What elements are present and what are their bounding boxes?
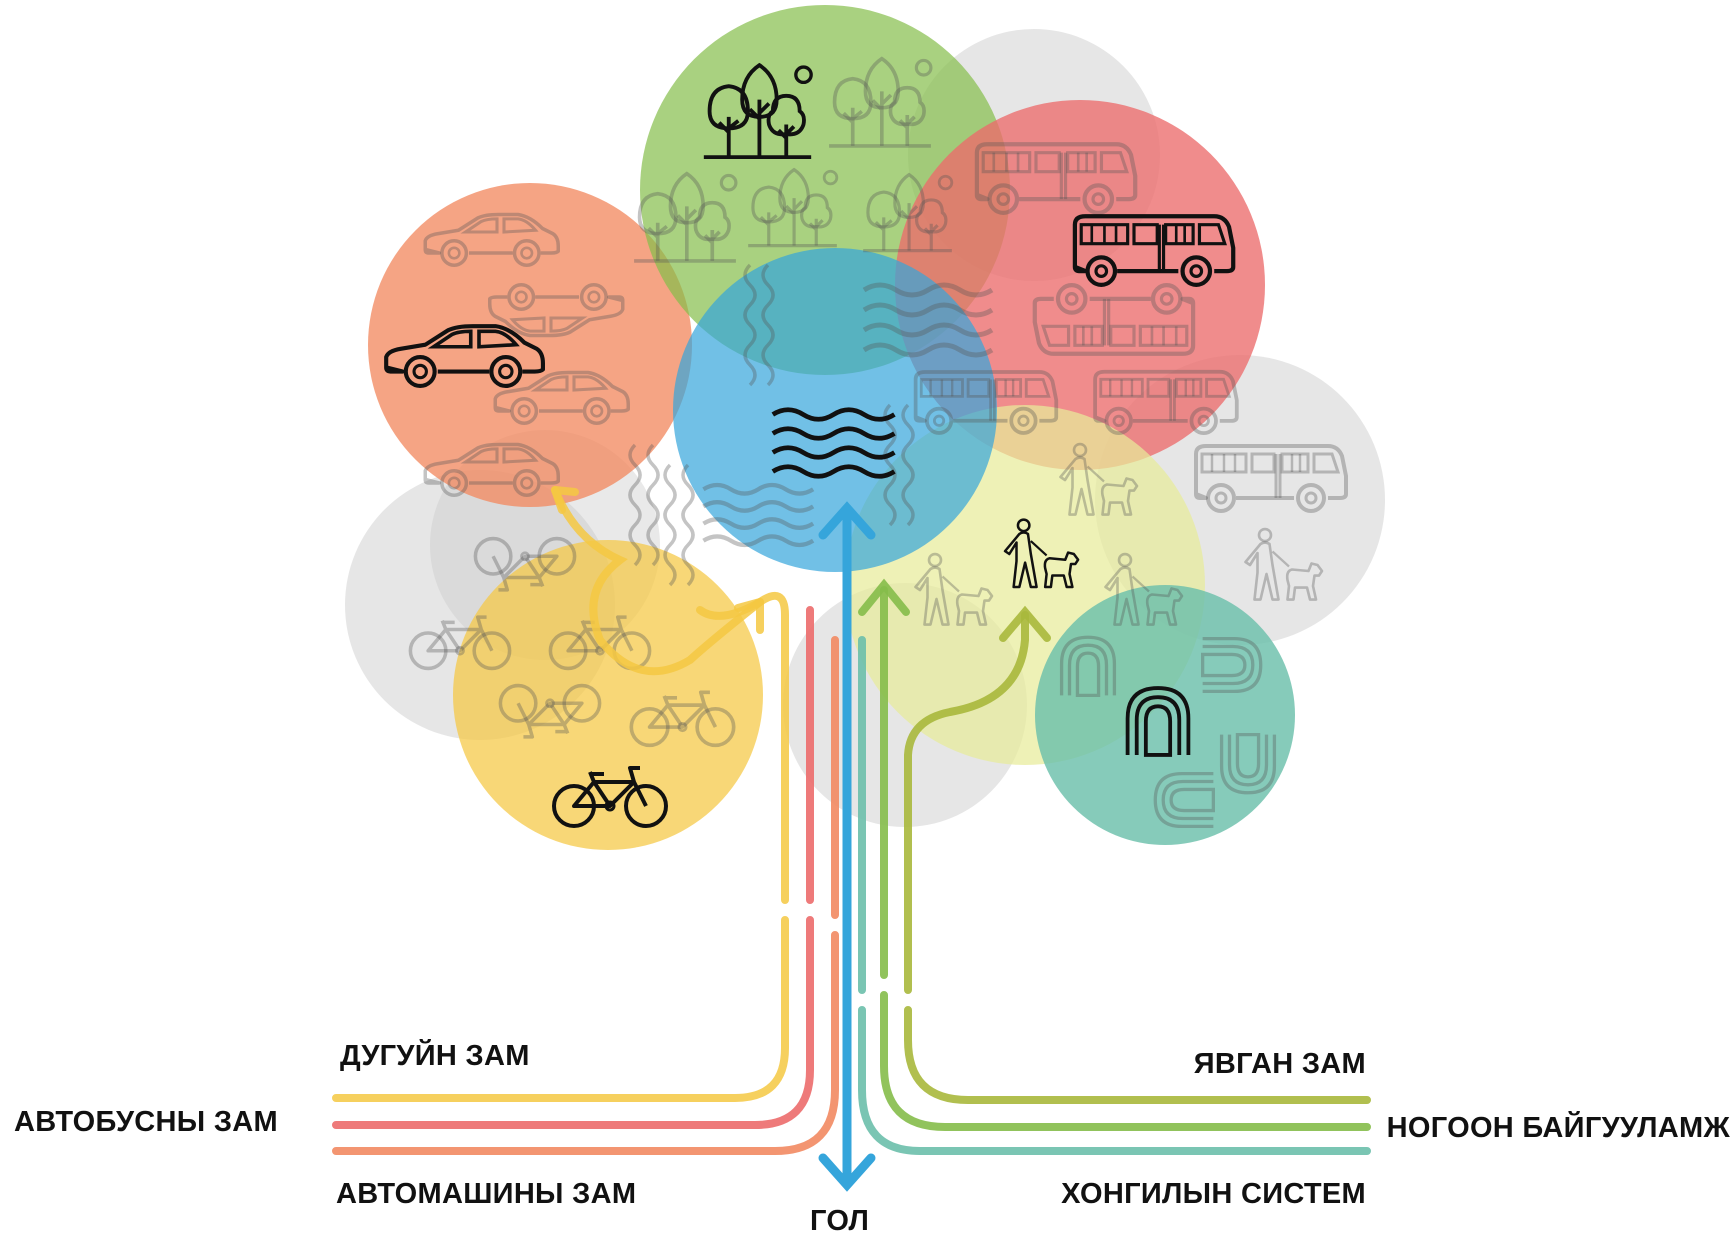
bus-path-label: АВТОБУСНЫ ЗАМ (14, 1106, 278, 1138)
car-path-label: АВТОМАШИНЫ ЗАМ (336, 1178, 637, 1210)
walk-path-label: ЯВГАН ЗАМ (1193, 1048, 1366, 1080)
tunnel-path-line (858, 636, 1371, 1155)
green-space-label: НОГООН БАЙГУУЛАМЖ (1386, 1112, 1730, 1144)
green-arrowhead (858, 578, 910, 616)
trunk-lines (332, 486, 1371, 1192)
walk-arrowhead (999, 605, 1051, 642)
green-path-line (880, 586, 1371, 1131)
bike-branch-arrowhead (734, 598, 764, 634)
car-path-line (332, 636, 839, 1155)
river-arrow-up (818, 501, 876, 540)
bike-path-label: ДУГУЙН ЗАМ (340, 1040, 530, 1072)
walk-path-line (904, 611, 1371, 1104)
bike-arrowhead (551, 486, 579, 514)
river-arrow-down (818, 1153, 876, 1192)
bus-path-line (332, 606, 814, 1129)
river-label: ГОЛ (810, 1205, 870, 1237)
tunnel-system-label: ХОНГИЛЫН СИСТЕМ (1061, 1178, 1366, 1210)
bike-circle (453, 540, 763, 850)
